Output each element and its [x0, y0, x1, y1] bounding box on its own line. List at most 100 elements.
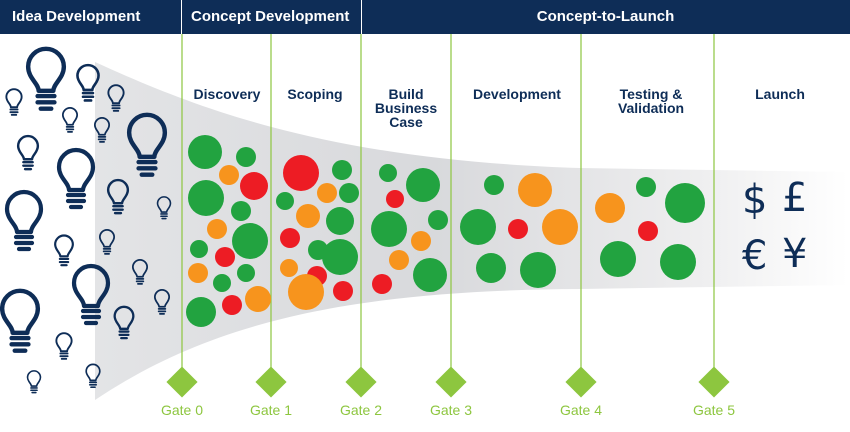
gate-1-diamond [255, 366, 287, 398]
phase-header-bar [0, 0, 850, 34]
project-circle [638, 221, 658, 241]
project-circle [213, 274, 231, 292]
project-circle [188, 135, 222, 169]
phase-idea-development: Idea Development [12, 8, 141, 25]
project-circle [636, 177, 656, 197]
lightbulb-icon [153, 289, 171, 315]
project-circle [518, 173, 552, 207]
project-circle [276, 192, 294, 210]
gate-1-label: Gate 1 [249, 402, 293, 418]
project-circle [413, 258, 447, 292]
lightbulb-icon [131, 259, 149, 285]
project-circle [542, 209, 578, 245]
project-circle [188, 180, 224, 216]
project-circle [389, 250, 409, 270]
phase-concept-to-launch: Concept-to-Launch [536, 8, 675, 25]
project-circle [232, 223, 268, 259]
project-circle [339, 183, 359, 203]
project-circle [371, 211, 407, 247]
project-circle [283, 155, 319, 191]
lightbulb-icon [54, 234, 74, 267]
project-circle [600, 241, 636, 277]
project-circle [231, 201, 251, 221]
project-circle [186, 297, 216, 327]
project-circle [236, 147, 256, 167]
project-circle [188, 263, 208, 283]
lightbulb-icon [55, 332, 73, 360]
stage-testing-validation: Testing & Validation [617, 86, 685, 116]
gate-5-label: Gate 5 [692, 402, 736, 418]
project-circle [215, 247, 235, 267]
project-circle [240, 172, 268, 200]
project-circle [484, 175, 504, 195]
lightbulb-icon [0, 288, 41, 353]
stage-launch: Launch [755, 86, 805, 102]
project-circle [322, 239, 358, 275]
project-circle [660, 244, 696, 280]
project-circle [207, 219, 227, 239]
idea-lightbulbs [0, 46, 172, 394]
lightbulb-icon [113, 305, 135, 340]
gate-lines [181, 34, 715, 372]
lightbulb-icon [16, 134, 40, 171]
currency-yen: ¥ [782, 231, 808, 277]
project-circle [595, 193, 625, 223]
lightbulb-icon [61, 107, 79, 133]
lightbulb-icon [71, 263, 111, 326]
project-circle [520, 252, 556, 288]
gate-3-label: Gate 3 [429, 402, 473, 418]
stage-build-business-case: Build Business Case [374, 86, 438, 130]
stage-scoping: Scoping [287, 86, 343, 102]
project-circle [460, 209, 496, 245]
lightbulb-icon [4, 189, 44, 252]
project-circle [332, 160, 352, 180]
gate-5-diamond [698, 366, 730, 398]
project-circle [386, 190, 404, 208]
phase-concept-development: Concept Development [191, 8, 350, 25]
lightbulb-icon [98, 229, 116, 255]
gate-2-label: Gate 2 [339, 402, 383, 418]
project-circle [280, 259, 298, 277]
project-circle [280, 228, 300, 248]
project-circle [219, 165, 239, 185]
project-circle [428, 210, 448, 230]
currency-pound: £ [782, 175, 808, 221]
phase-divider [361, 0, 362, 34]
lightbulb-icon [26, 370, 42, 394]
gate-0-diamond [166, 366, 198, 398]
project-circles [186, 135, 705, 327]
project-circle [476, 253, 506, 283]
project-circle [665, 183, 705, 223]
project-circle [237, 264, 255, 282]
phase-divider [181, 0, 182, 34]
project-circle [379, 164, 397, 182]
project-circle [411, 231, 431, 251]
lightbulb-icon [25, 46, 67, 111]
gate-4-diamond [565, 366, 597, 398]
lightbulb-icon [107, 84, 125, 112]
project-circle [222, 295, 242, 315]
lightbulb-icon [126, 112, 168, 177]
project-circle [296, 204, 320, 228]
lightbulb-icon [156, 196, 172, 220]
project-circle [508, 219, 528, 239]
stage-discovery: Discovery [193, 86, 261, 102]
project-circle [326, 207, 354, 235]
project-circle [245, 286, 271, 312]
project-circle [317, 183, 337, 203]
gate-0-label: Gate 0 [160, 402, 204, 418]
lightbulb-icon [93, 117, 111, 143]
lightbulb-icon [5, 88, 23, 116]
project-circle [406, 168, 440, 202]
project-circle [190, 240, 208, 258]
gate-2-diamond [345, 366, 377, 398]
project-circle [288, 274, 324, 310]
lightbulb-icon [76, 63, 100, 102]
lightbulb-icon [85, 363, 101, 389]
gate-4-label: Gate 4 [559, 402, 603, 418]
project-circle [372, 274, 392, 294]
lightbulb-icon [56, 147, 96, 210]
currency-dollar: $ [742, 177, 768, 223]
gate-3-diamond [435, 366, 467, 398]
